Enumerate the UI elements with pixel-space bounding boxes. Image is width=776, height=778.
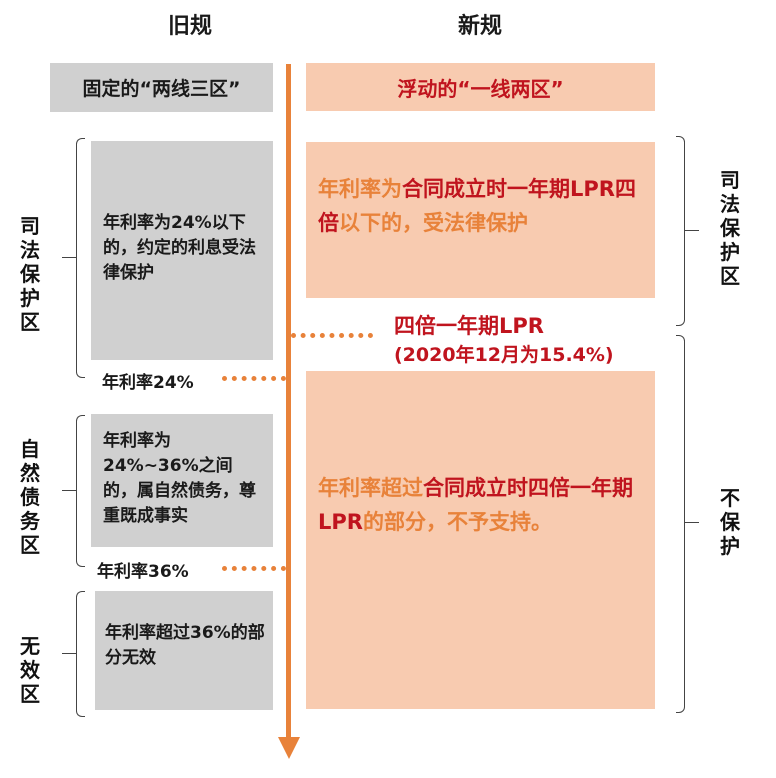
old-zone-label-natural-debt: 自然债务区 xyxy=(20,437,40,557)
new-rules-title: 新规 xyxy=(457,14,502,39)
text-part: 以下的，受法律保护 xyxy=(339,211,528,235)
brace-tick xyxy=(62,490,76,491)
new-zone-box-judicial: 年利率为合同成立时一年期LPR四倍以下的，受法律保护 xyxy=(306,142,655,298)
brace-tick xyxy=(685,230,699,231)
new-zone-label-judicial: 司法保护区 xyxy=(720,168,740,288)
new-line-lpr-title: 四倍一年期LPR xyxy=(394,314,544,338)
old-zone-box-judicial: 年利率为24%以下的，约定的利息受法律保护 xyxy=(91,141,273,360)
old-line-36-dots xyxy=(222,566,286,571)
text-part: 年利率超过 xyxy=(318,476,423,500)
old-rules-banner: 固定的“两线三区” xyxy=(50,63,273,112)
new-rules-banner: 浮动的“一线两区” xyxy=(306,63,655,111)
new-zone-brace-judicial xyxy=(676,136,685,326)
old-zone-label-invalid: 无效区 xyxy=(20,634,40,706)
brace-tick xyxy=(62,653,76,654)
text-part: 的部分，不予支持。 xyxy=(362,510,552,534)
brace-tick xyxy=(62,257,76,258)
old-rules-banner-text: 固定的“两线三区” xyxy=(82,78,241,100)
old-line-24: 年利率24% xyxy=(102,373,194,393)
text-part-emphasis: 合同成立时一年期LPR四倍 xyxy=(318,177,636,235)
old-zone-text-judicial: 年利率为24%以下的，约定的利息受法律保护 xyxy=(103,213,256,283)
new-zone-text-unprotected: 年利率超过合同成立时四倍一年期LPR的部分，不予支持。 xyxy=(306,371,655,539)
new-line-lpr-note: (2020年12月为15.4%) xyxy=(394,344,614,366)
new-zone-box-unprotected: 年利率超过合同成立时四倍一年期LPR的部分，不予支持。 xyxy=(306,371,655,709)
new-rules-banner-text: 浮动的“一线两区” xyxy=(397,76,564,101)
new-line-lpr-dots xyxy=(291,333,373,338)
text-part-emphasis: 合同成立时四倍一年期LPR xyxy=(318,476,633,534)
text-part: 年利率为 xyxy=(318,177,402,201)
new-zone-label-unprotected: 不保护 xyxy=(720,486,740,558)
old-line-24-dots xyxy=(222,376,286,381)
old-zone-brace-judicial xyxy=(76,138,85,378)
old-line-36: 年利率36% xyxy=(97,562,189,582)
old-zone-text-natural-debt: 年利率为24%~36%之间的，属自然债务，尊重既成事实 xyxy=(103,431,256,526)
old-rules-title: 旧规 xyxy=(167,14,212,39)
arrow-down-icon xyxy=(278,737,300,759)
old-zone-label-judicial: 司法保护区 xyxy=(20,214,40,334)
new-zone-brace-unprotected xyxy=(676,335,685,713)
brace-tick xyxy=(685,522,699,523)
old-zone-box-invalid: 年利率超过36%的部分无效 xyxy=(95,591,273,710)
timeline-axis xyxy=(286,64,291,744)
old-zone-brace-natural-debt xyxy=(76,415,85,567)
old-zone-box-natural-debt: 年利率为24%~36%之间的，属自然债务，尊重既成事实 xyxy=(91,414,273,547)
new-zone-text-judicial: 年利率为合同成立时一年期LPR四倍以下的，受法律保护 xyxy=(306,142,655,240)
old-zone-text-invalid: 年利率超过36%的部分无效 xyxy=(105,623,265,668)
old-zone-brace-invalid xyxy=(76,591,85,717)
